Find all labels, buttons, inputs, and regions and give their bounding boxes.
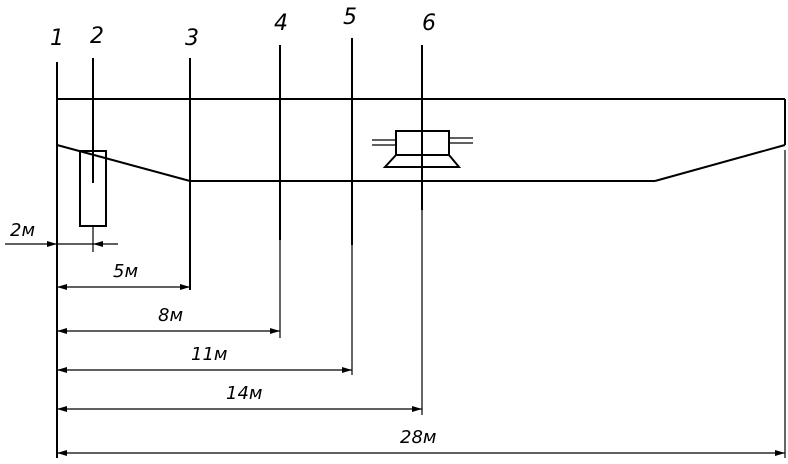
dimension-label-14m: 14м — [226, 383, 262, 404]
dimension-label-2m: 2м — [10, 220, 35, 241]
section-label-3: 3 — [185, 26, 199, 51]
section-lines — [56, 38, 786, 458]
section-label-1: 1 — [50, 26, 64, 51]
dimension-label-11m: 11м — [191, 344, 227, 365]
dimension-labels: 2м 5м 8м 11м 14м 28м — [10, 220, 436, 448]
dimension-label-8m: 8м — [158, 305, 183, 326]
dimension-label-28m: 28м — [400, 427, 436, 448]
section-labels: 1 2 3 4 5 6 — [50, 5, 436, 51]
section-label-6: 6 — [422, 11, 436, 36]
dimension-label-5m: 5м — [113, 261, 138, 282]
beam-right-taper — [654, 144, 786, 182]
section-label-5: 5 — [343, 5, 357, 30]
section-label-2: 2 — [90, 24, 104, 49]
dimension-lines — [5, 241, 785, 456]
section-label-4: 4 — [274, 11, 288, 36]
beam-left-taper — [56, 144, 191, 182]
